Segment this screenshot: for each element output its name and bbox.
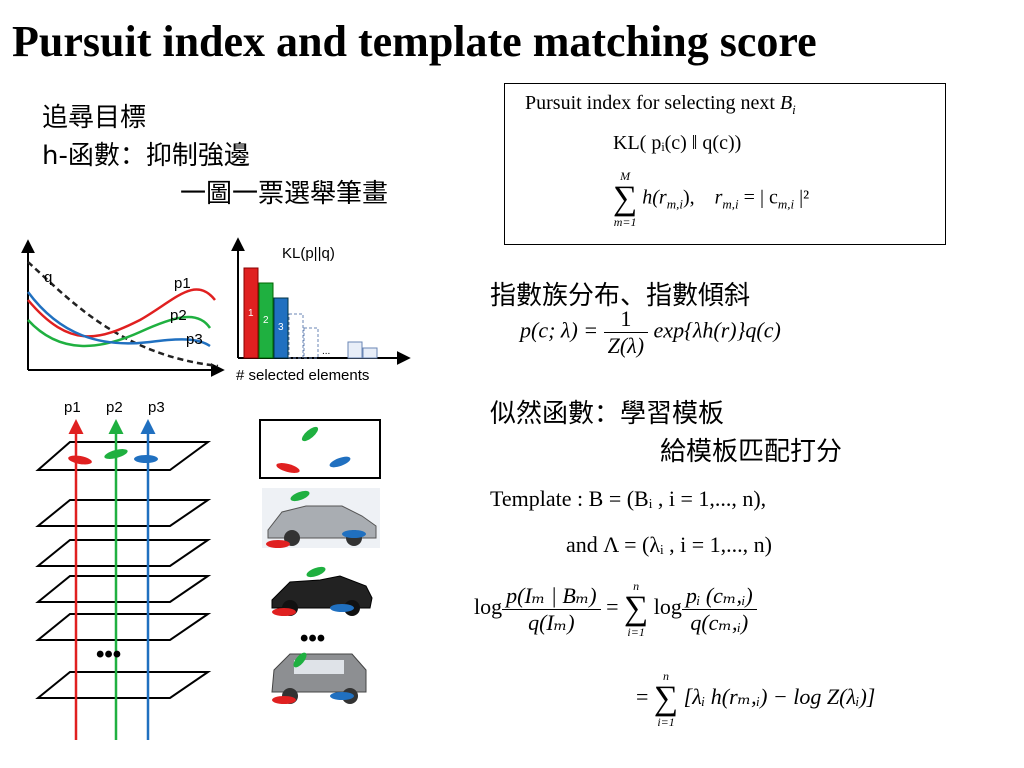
bar-5 <box>303 327 319 359</box>
bar-xlabel: # selected elements <box>236 367 369 384</box>
bar-6 <box>347 341 363 359</box>
bar-number-1: 1 <box>248 308 254 319</box>
kl-formula: KL( pᵢ(c) ‖ q(c)) <box>613 132 742 154</box>
p3-curve <box>26 291 211 348</box>
layer-stack: p1 p2 p3 ••• <box>35 399 212 740</box>
goal-text: 追尋目標 <box>42 103 147 133</box>
bar-2 <box>258 282 274 359</box>
car-example-3 <box>271 652 367 704</box>
bar-4 <box>288 313 304 359</box>
template-definition: Template : B = (Bᵢ , i = 1,..., n), <box>490 486 767 511</box>
kl-bar-chart: KL(p||q) 1 2 3 ... # selected elements <box>231 237 411 384</box>
bar-number-2: 2 <box>263 315 269 326</box>
pursuit-index-line: Pursuit index for selecting next Bi <box>525 92 796 117</box>
car-dots: ••• <box>300 625 325 652</box>
bar-title: KL(p||q) <box>282 245 335 262</box>
arrow-label-p1: p1 <box>64 399 81 416</box>
bar-3 <box>273 297 289 359</box>
distribution-curves: q p1 p2 p3 <box>21 239 225 377</box>
bar-7 <box>362 347 378 359</box>
pursuit-figure: q p1 p2 p3 KL(p||q) 1 2 3 ... # selected… <box>21 237 411 740</box>
sum-symbol: M ∑ m=1 <box>613 169 638 229</box>
final-score-formula: = n∑i=1 [λᵢ h(rₘ,ᵢ) − log Z(λᵢ)] <box>636 669 876 729</box>
p1-curve <box>27 288 216 338</box>
sum-symbol-n: n∑i=1 <box>624 579 649 639</box>
arrow-label-p2: p2 <box>106 399 123 416</box>
car-example-1 <box>262 488 380 548</box>
exponential-family-heading: 指數族分布、指數傾斜 <box>490 281 751 311</box>
bar-number-3: 3 <box>278 322 284 333</box>
likelihood-heading: 似然函數：學習模板 <box>490 399 725 429</box>
stack-dots: ••• <box>96 641 121 668</box>
h-function-text: h-函數：抑制強邊 <box>42 141 250 171</box>
pursuit-index-box: Pursuit index for selecting next Bi KL( … <box>504 83 946 245</box>
curve-label-p2: p2 <box>170 307 187 324</box>
bar-dots: ... <box>322 346 330 357</box>
sum-symbol-final: n∑i=1 <box>653 669 679 729</box>
curve-label-q: q <box>44 269 52 286</box>
bar-1 <box>243 267 259 359</box>
page-title: Pursuit index and template matching scor… <box>12 17 817 66</box>
template-score-heading: 給模板匹配打分 <box>660 437 843 467</box>
car-example-2 <box>271 566 373 616</box>
curve-label-p1: p1 <box>174 275 191 292</box>
template-strokes <box>259 419 381 479</box>
q-curve <box>27 261 219 368</box>
lambda-definition: and Λ = (λᵢ , i = 1,..., n) <box>566 532 772 557</box>
arrow-label-p3: p3 <box>148 399 165 416</box>
p2-curve <box>27 315 212 348</box>
sum-formula: M ∑ m=1 h(rm,i), rm,i = | cm,i |² <box>613 169 810 229</box>
curve-label-p3: p3 <box>186 331 203 348</box>
vote-text: 一圖一票選舉筆畫 <box>180 179 389 209</box>
